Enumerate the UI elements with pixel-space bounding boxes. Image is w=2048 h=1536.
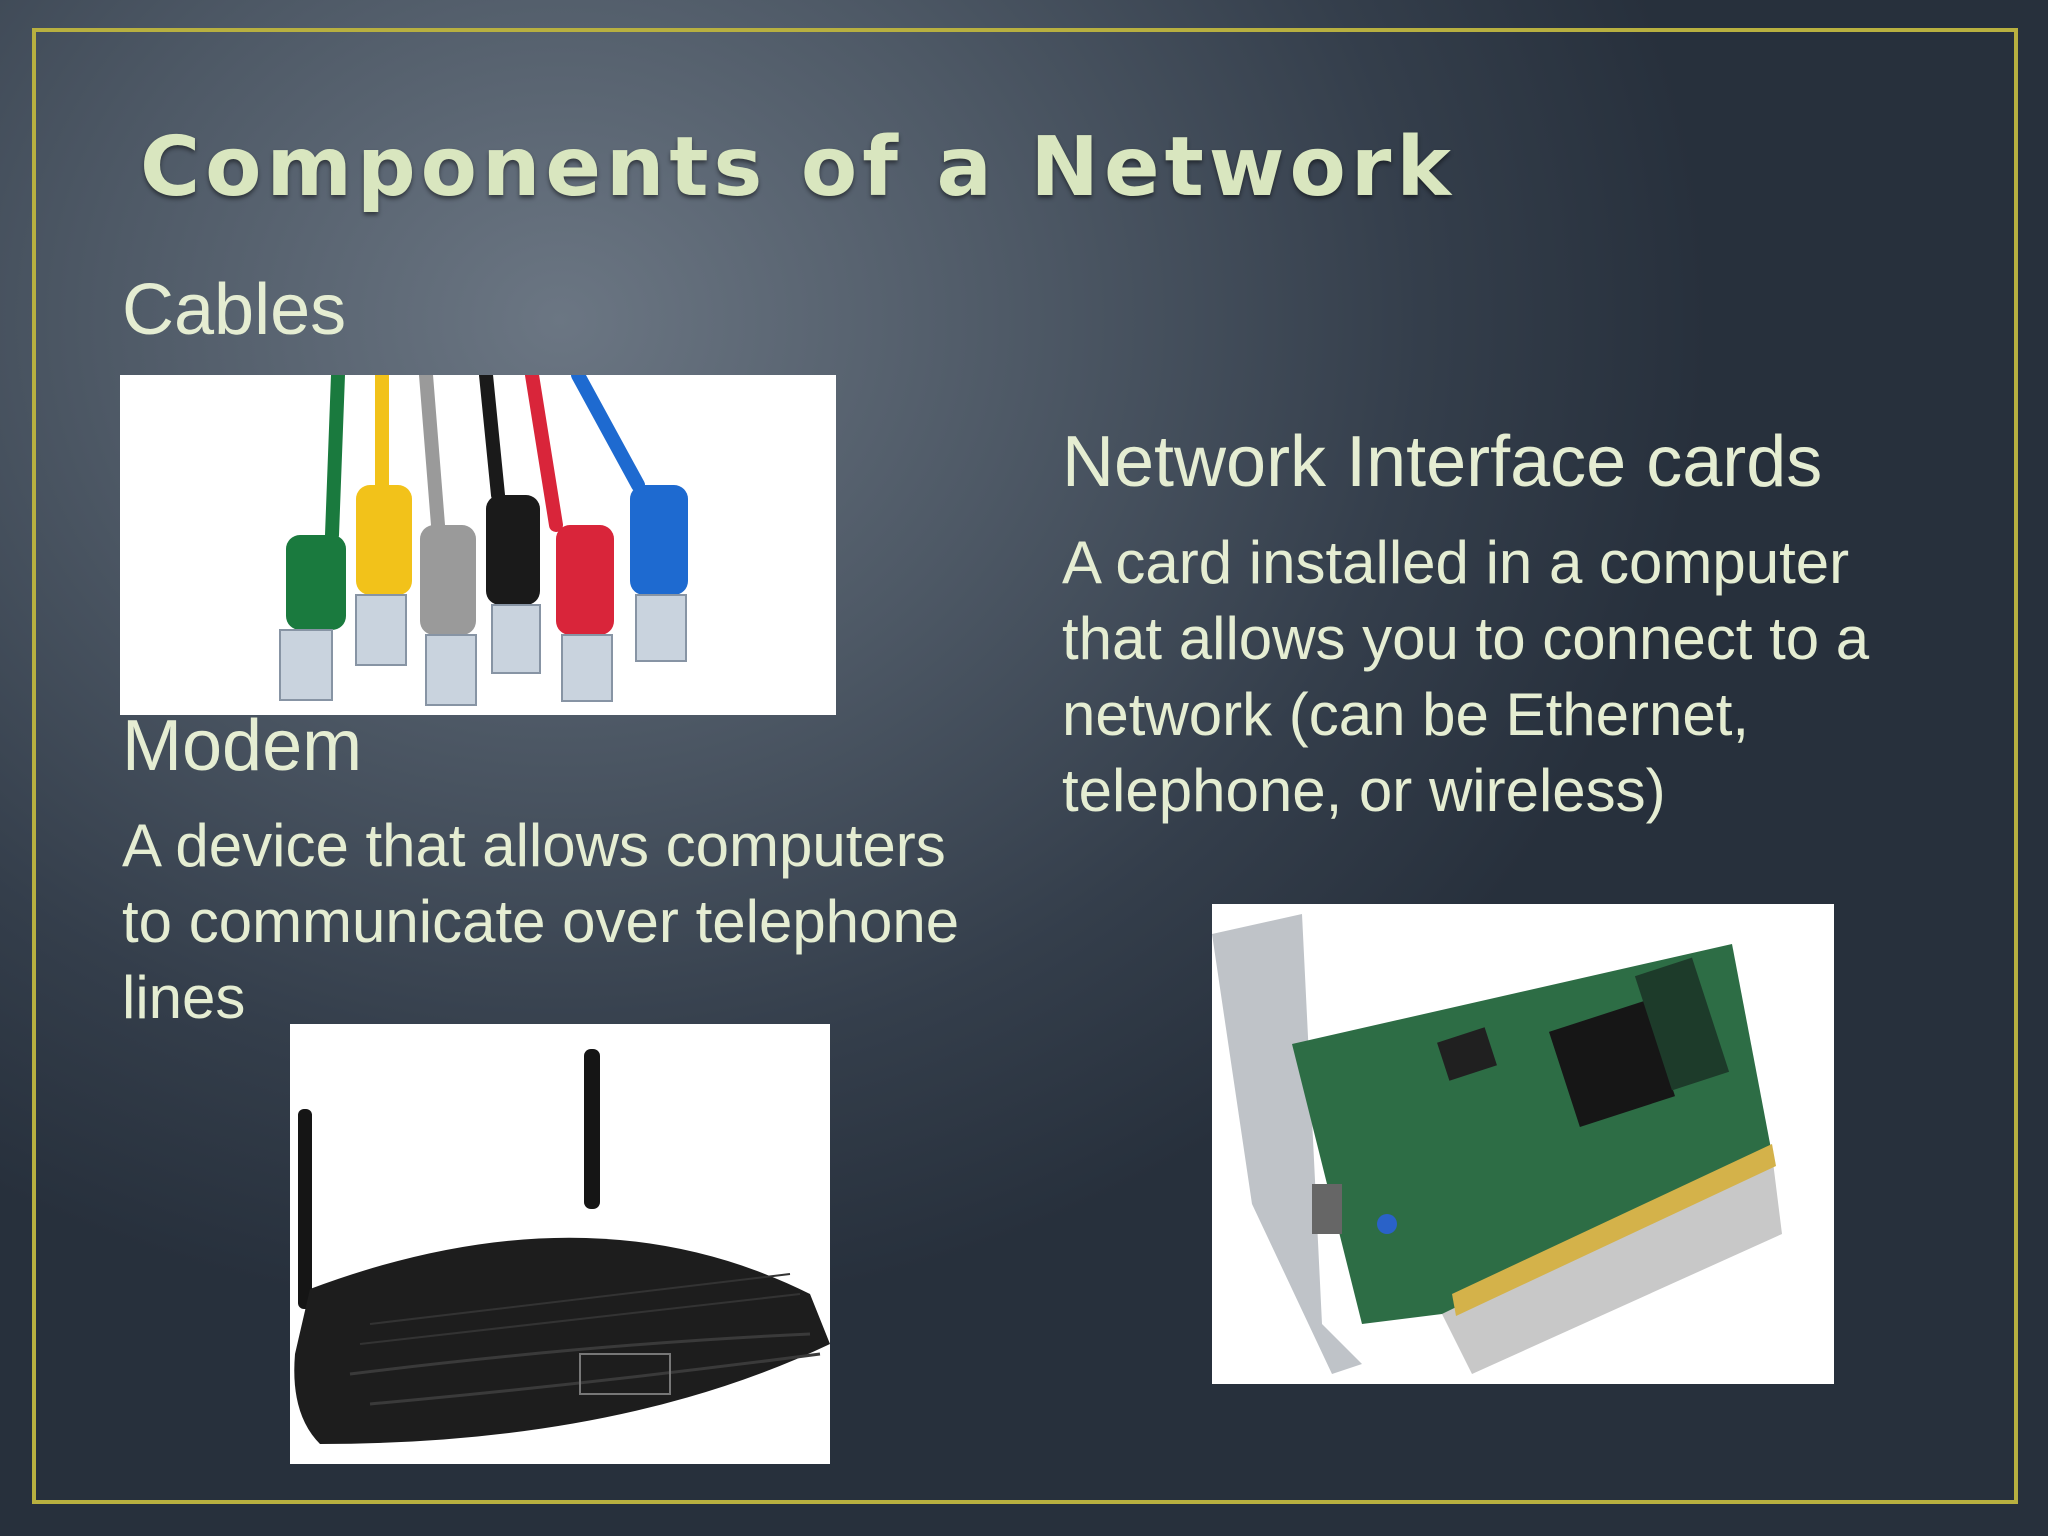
nic-description: A card installed in a computer that allo… (1062, 529, 1870, 824)
network-card-photo (1212, 904, 1834, 1384)
nic-heading: Network Interface cards (1062, 422, 1823, 502)
ethernet-cables-photo (120, 375, 836, 715)
modem-description: A device that allows computers to commun… (122, 812, 960, 1031)
slide-title: Components of a Network (140, 120, 1456, 215)
cables-heading: Cables (122, 270, 347, 350)
slide-border (32, 28, 2018, 1504)
wireless-router-photo (290, 1024, 830, 1464)
modem-heading: Modem (122, 706, 363, 786)
